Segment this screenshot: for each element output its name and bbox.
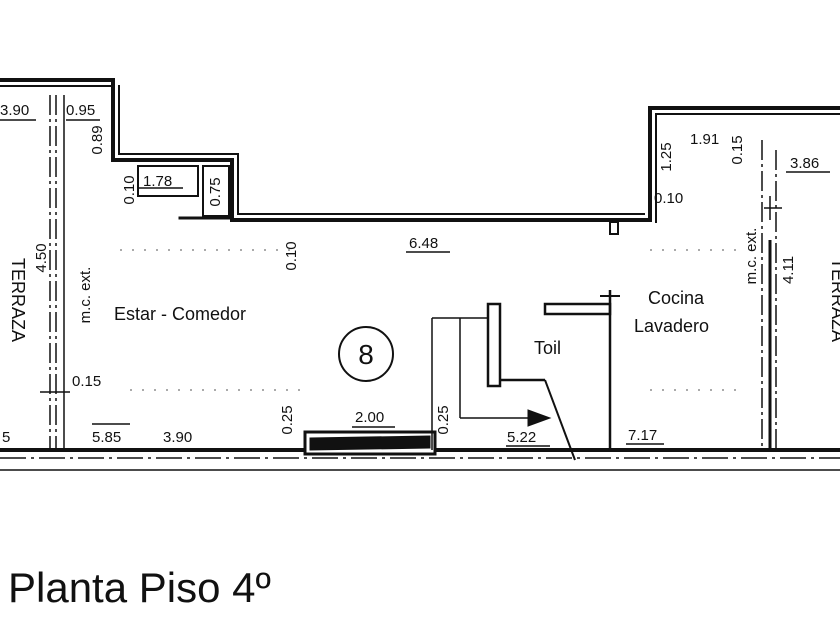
dim-0-95: 0.95: [66, 102, 95, 119]
perimeter-walls: [0, 78, 840, 223]
dim-1-78: 1.78: [143, 173, 172, 190]
dim-3-90-top: 3.90: [0, 102, 29, 119]
dim-0-15-left: 0.15: [72, 373, 101, 390]
layout-hints: [120, 249, 740, 391]
facade-wall: [0, 430, 840, 471]
dim-0-89: 0.89: [89, 125, 106, 154]
room-label-estar-comedor: Estar - Comedor: [114, 304, 246, 324]
room-label-lavadero: Lavadero: [634, 316, 709, 336]
dim-5-22: 5.22: [507, 429, 536, 446]
plan-title: Planta Piso 4º: [8, 564, 271, 611]
room-label-toilet: Toil: [534, 338, 561, 358]
door-arrow-icon: [527, 409, 552, 427]
side-label-left-terraza: TERRAZA: [8, 258, 28, 342]
interior-walls: [431, 221, 620, 461]
dim-1-25: 1.25: [658, 142, 675, 171]
dim-4-11: 4.11: [780, 256, 797, 284]
unit-number: 8: [358, 339, 374, 370]
side-label-right-terraza: TERRAZA: [828, 258, 840, 342]
dim-7-17: 7.17: [628, 427, 657, 444]
dim-3-86: 3.86: [790, 155, 819, 172]
dim-5-85: 5.85: [92, 429, 121, 446]
dim-5: 5: [2, 429, 10, 446]
dim-0-25-a: 0.25: [279, 405, 296, 434]
dimension-marks: [0, 119, 830, 447]
dim-0-10-b: 0.10: [283, 241, 300, 270]
dim-0-75: 0.75: [207, 177, 224, 206]
window-sill-icon: [309, 435, 431, 451]
room-label-cocina: Cocina: [648, 288, 705, 308]
unit-number-circle: [338, 326, 394, 382]
dim-0-15-top: 0.15: [729, 135, 746, 164]
exterior-wall-lines: [49, 95, 777, 450]
wall-note-mc-ext-right: m.c. ext.: [743, 228, 760, 285]
dim-0-25-b: 0.25: [435, 405, 452, 434]
dim-4-50: 4.50: [33, 243, 50, 272]
wall-note-mc-ext-left: m.c. ext.: [77, 267, 94, 324]
dim-1-91: 1.91: [690, 131, 719, 148]
dim-0-10-a: 0.10: [121, 175, 138, 204]
dim-2-00: 2.00: [355, 409, 384, 426]
dim-6-48: 6.48: [409, 235, 438, 252]
dim-3-90-bottom: 3.90: [163, 429, 192, 446]
dim-0-10-c: 0.10: [654, 190, 683, 207]
